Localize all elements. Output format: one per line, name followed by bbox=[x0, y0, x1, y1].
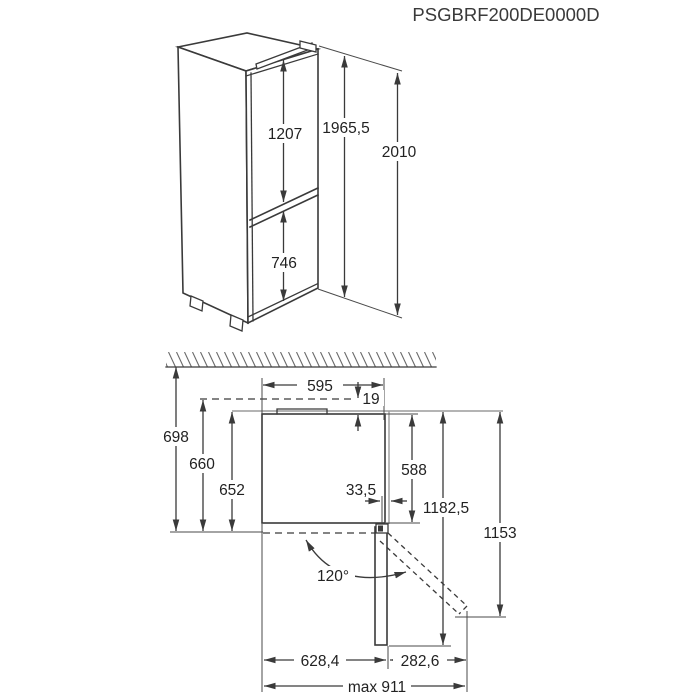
fridge-3d-view bbox=[175, 32, 322, 332]
extension-lines bbox=[317, 45, 403, 319]
open-door-90 bbox=[374, 526, 388, 646]
total-depth-label: 698 bbox=[163, 429, 189, 446]
inner-depth-label: 588 bbox=[401, 462, 427, 479]
door-angle-label: 120° bbox=[317, 568, 349, 585]
front-view-dimensions: 1207 746 1965,5 2010 bbox=[261, 45, 422, 319]
wall-hatch bbox=[166, 352, 436, 367]
fridge-left-face bbox=[177, 45, 249, 325]
fridge-foot-front bbox=[229, 314, 244, 332]
body-depth-label: 652 bbox=[219, 482, 245, 499]
hinge-pivot bbox=[378, 525, 383, 532]
fridge-foot-left bbox=[189, 295, 204, 312]
swing-width-label: 1153 bbox=[483, 525, 516, 542]
extension-lines bbox=[261, 378, 506, 692]
model-number: PSGBRF200DE0000D bbox=[412, 4, 599, 25]
open-door-120-dashed bbox=[379, 532, 468, 615]
open-door-depth-label: 1182,5 bbox=[423, 500, 469, 517]
width-label: 595 bbox=[307, 378, 333, 395]
rear-gap-label: 19 bbox=[362, 391, 379, 408]
hinge-offset-label: 33,5 bbox=[346, 482, 376, 499]
depth-incl-door-label: 660 bbox=[189, 456, 215, 473]
fridge-front-face bbox=[245, 47, 319, 325]
lower-door-height-label: 746 bbox=[271, 255, 297, 272]
door-handle-end bbox=[299, 40, 317, 53]
plan-cabinet-body bbox=[261, 413, 386, 524]
max-width-label: max 911 bbox=[348, 679, 406, 696]
plan-view bbox=[165, 352, 503, 646]
body-height-label: 1965,5 bbox=[322, 120, 369, 137]
upper-door-height-label: 1207 bbox=[268, 126, 302, 143]
left-width-label: 628,4 bbox=[301, 653, 340, 670]
rear-spacer bbox=[276, 408, 328, 415]
plan-view-dimensions: 595 19 698 660 652 588 33,5 1182,5 1153 … bbox=[154, 367, 523, 696]
door-clearance-label: 282,6 bbox=[401, 653, 440, 670]
total-height-label: 2010 bbox=[382, 144, 417, 161]
